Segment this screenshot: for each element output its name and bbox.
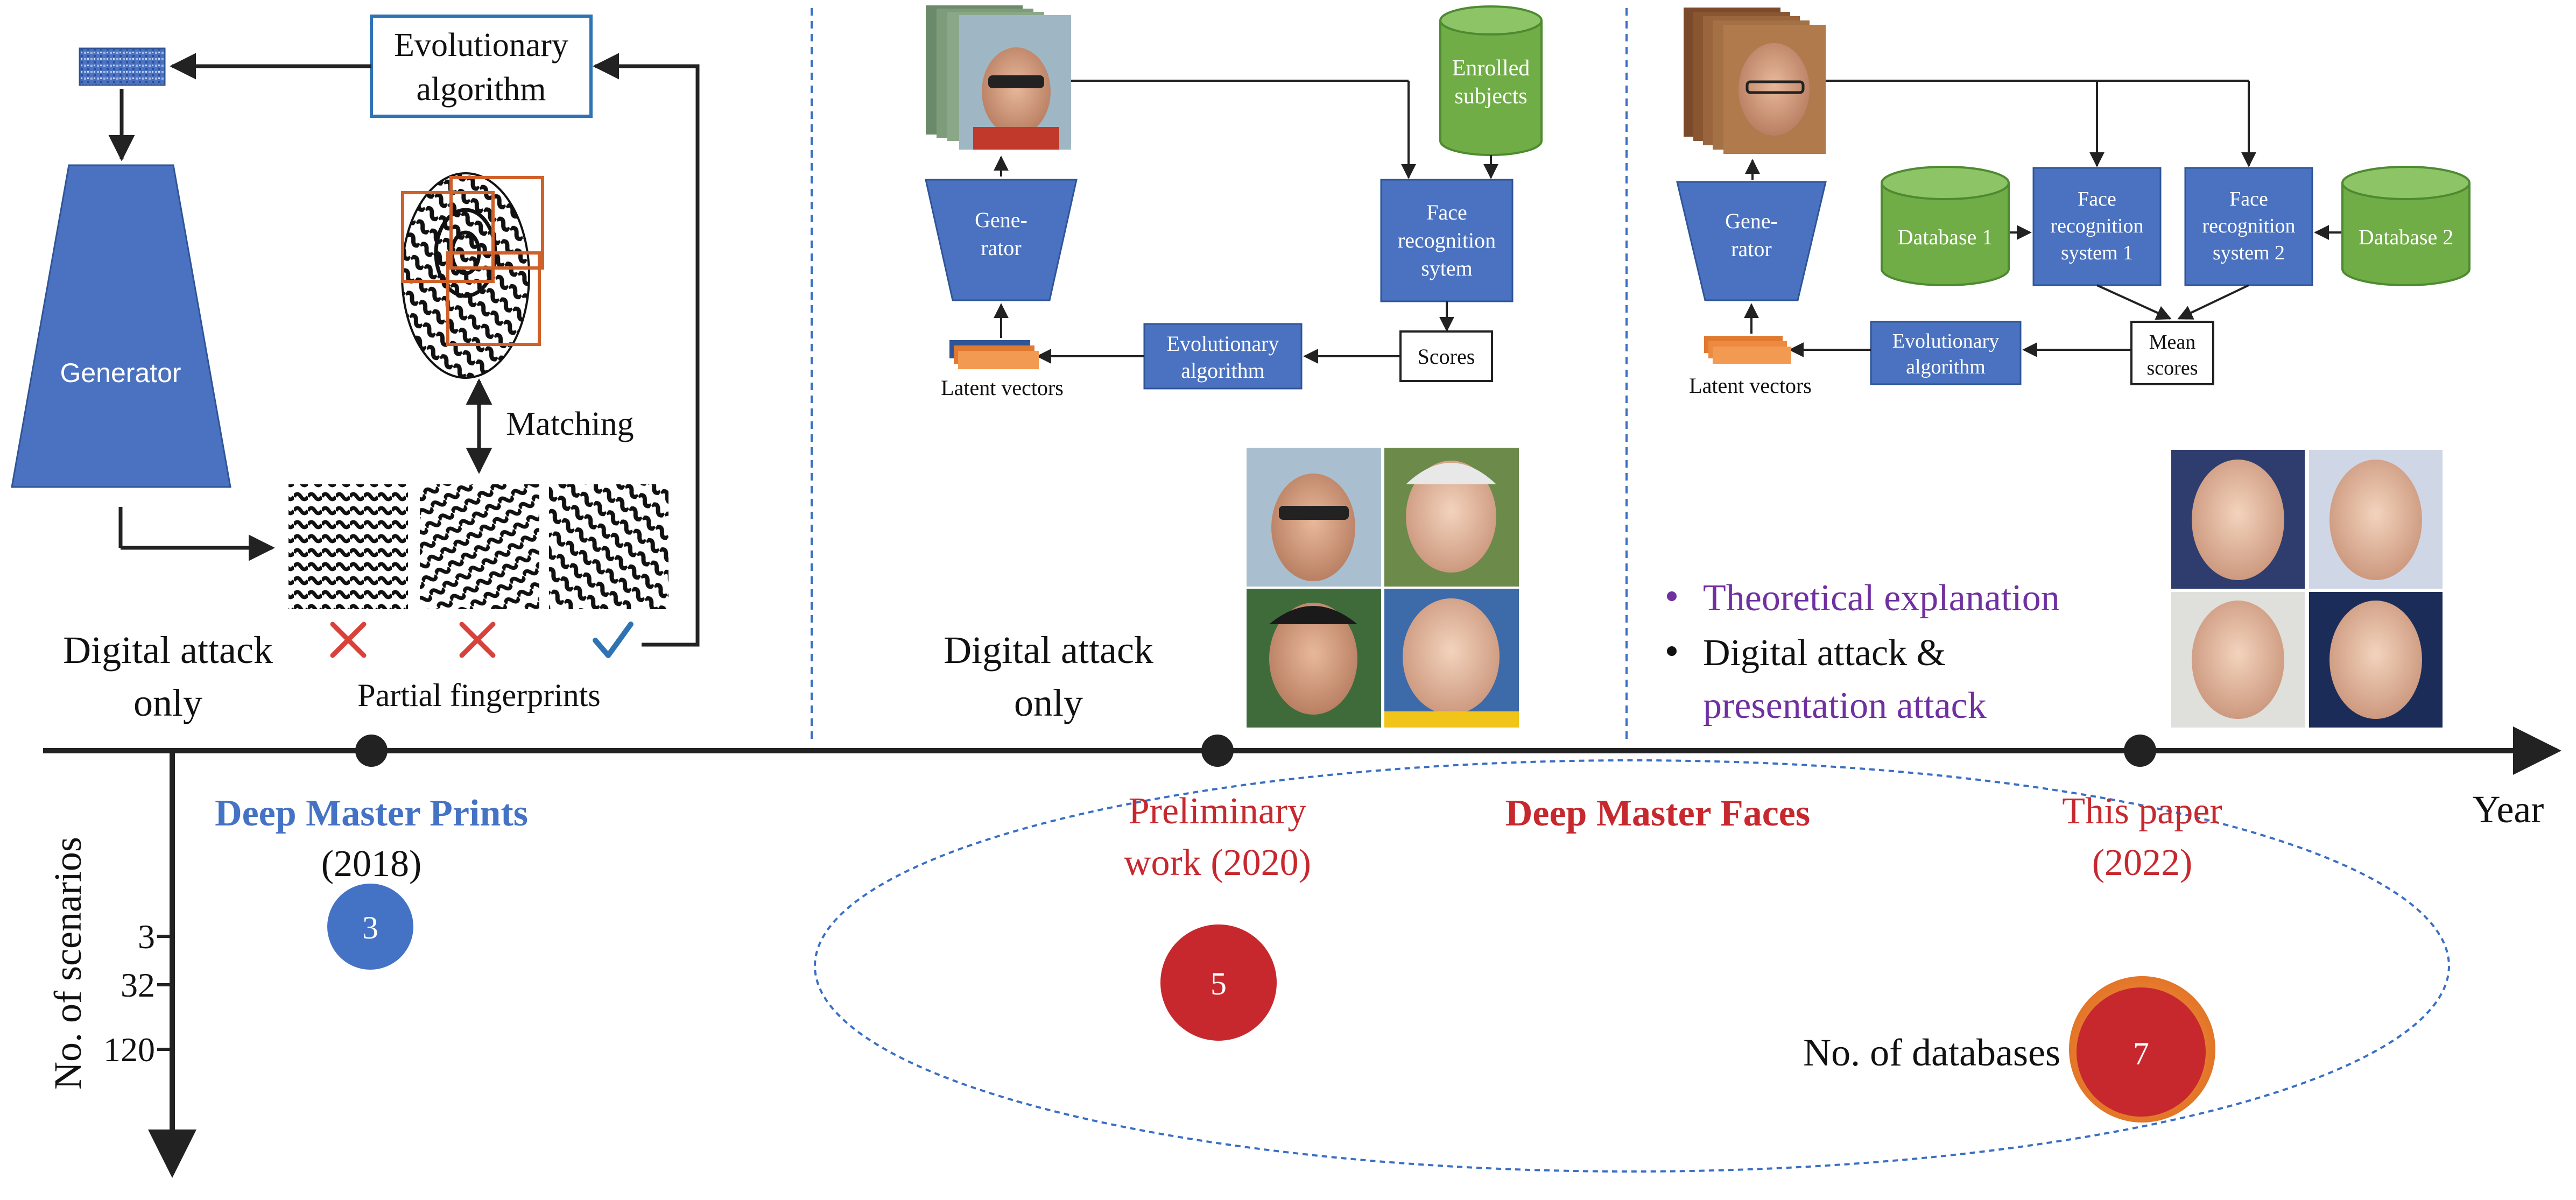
dmf-title: Deep Master Faces [1505,793,1810,834]
arrow-frs1-to-mean [2096,284,2172,320]
enrolled-label-line2: subjects [1454,84,1527,109]
deep-master-faces-group [814,759,2450,1173]
evo3-line2: algorithm [1906,356,1986,378]
latent-noise-block [79,47,166,86]
prelim-line1: Preliminary [1129,790,1306,832]
panel1-attack-line2: only [133,681,202,724]
scores-box [1399,330,1493,382]
generator3-label-line2: rator [1731,237,1772,261]
latent-vectors-label: Latent vectors [941,376,1064,400]
enrolled-subjects-database: Enrolled subjects [1439,5,1543,156]
frs-2-box [2184,167,2313,286]
generator3-label-line1: Gene- [1725,209,1778,233]
cross-icon [330,622,367,658]
frs2-line3: system 2 [2213,242,2285,264]
generator2-label-line1: Gene- [975,208,1027,232]
databases-label: No. of databases [1803,1031,2060,1074]
matching-label: Matching [506,406,634,442]
frs-label-line1: Face [1426,200,1467,224]
timeline-point-2022 [2124,735,2156,767]
prelim-line2: work (2020) [1124,842,1311,884]
arrow-feedback-to-evo [593,53,700,647]
face-photo-grid [1247,448,1519,728]
enrolled-label-line1: Enrolled [1452,56,1530,81]
generator-trapezoid-2 [925,179,1078,301]
y-tick-label-3: 3 [138,917,155,956]
panel1-attack-line1: Digital attack [63,629,273,672]
bullet-dot [1667,646,1677,656]
bullet-theoretical: Theoretical explanation [1703,577,2060,619]
bullet-digital-attack: Digital attack & [1703,632,1946,674]
partial-fingerprints-label: Partial fingerprints [357,677,601,713]
evolutionary-algorithm-box-3 [1870,321,2022,385]
database-1-label: Database 1 [1898,225,1993,249]
frs2-line2: recognition [2202,215,2295,237]
paper-scenario-count: 7 [2133,1036,2149,1071]
panel2-attack-line1: Digital attack [944,629,1153,672]
paper-line1: This paper [2062,790,2222,832]
panel2-attack-line2: only [1014,681,1083,724]
dmp-year: (2018) [321,843,422,885]
dmp-scenario-bubble [327,884,413,970]
panel-deep-master-prints: Evolutionary algorithm Generator Matchin… [11,15,700,724]
y-tick-label-32: 32 [121,966,155,1004]
generator2-label-line2: rator [981,236,1022,260]
generator-trapezoid-3 [1676,181,1827,301]
arrow-frs2-to-mean [2177,284,2249,320]
generator-trapezoid [11,164,231,488]
cross-icon [459,622,496,658]
evolutionary-algorithm-box-2 [1143,323,1303,390]
face-photo-grid [2171,450,2443,728]
y-axis-label: No. of scenarios [46,837,89,1090]
timeline-point-2020 [1201,735,1234,767]
frs2-line1: Face [2229,188,2268,210]
evolutionary-label-line1: Evolutionary [394,27,568,63]
frs-label-line3: sytem [1421,256,1473,280]
mean-line2: scores [2147,357,2198,379]
face-photo-stack [1684,8,1826,154]
frs1-line1: Face [2078,188,2116,210]
partial-fingerprint-1 [288,484,408,609]
prelim-scenario-count: 5 [1210,966,1227,1001]
generator-label: Generator [60,358,181,388]
bullet-dot [1667,591,1677,601]
y-tick-label-120: 120 [103,1030,155,1069]
evo2-label-line1: Evolutionary [1167,331,1279,356]
panel-preliminary-work: Enrolled subjects Gene- rator Face recog… [925,5,1543,728]
partial-fingerprint-3 [549,484,668,609]
evo3-line1: Evolutionary [1892,330,1999,352]
frs-1-box [2032,167,2162,286]
mean-line1: Mean [2149,331,2196,354]
database-1-cylinder: Database 1 [1881,166,2010,286]
mean-scores-box [2130,321,2214,385]
paper-scenario-bubble [2077,987,2206,1117]
fingerprint-icon [401,172,544,379]
bullet-presentation-attack: presentation attack [1703,685,1987,726]
timeline-point-2018 [355,735,388,767]
check-icon [593,622,634,658]
paper-line2: (2022) [2092,842,2193,884]
frs1-line3: system 1 [2061,242,2133,264]
database-2-label: Database 2 [2359,225,2454,249]
dmp-title: Deep Master Prints [215,793,528,834]
evolutionary-label-line2: algorithm [416,71,546,108]
prelim-scenario-bubble [1160,924,1277,1041]
face-recognition-system-box [1380,179,1514,302]
face-photo-stack [926,5,1071,150]
scores-label: Scores [1418,344,1475,369]
timeline: Year No. of scenarios 3 32 120 Deep Mast… [43,726,2561,1178]
year-label: Year [2473,788,2544,831]
dmp-scenario-count: 3 [362,910,378,945]
latent-vectors-label-3: Latent vectors [1689,373,1812,398]
latent-vectors-stack [1704,336,1791,364]
panel-this-paper: Gene- rator Database 1 Face recognition … [1667,8,2471,728]
database-2-cylinder: Database 2 [2341,166,2471,286]
partial-fingerprint-2 [420,484,539,609]
latent-vectors-stack [949,340,1039,369]
evo2-label-line2: algorithm [1181,358,1265,383]
frs-label-line2: recognition [1398,228,1496,252]
frs1-line2: recognition [2050,215,2143,237]
